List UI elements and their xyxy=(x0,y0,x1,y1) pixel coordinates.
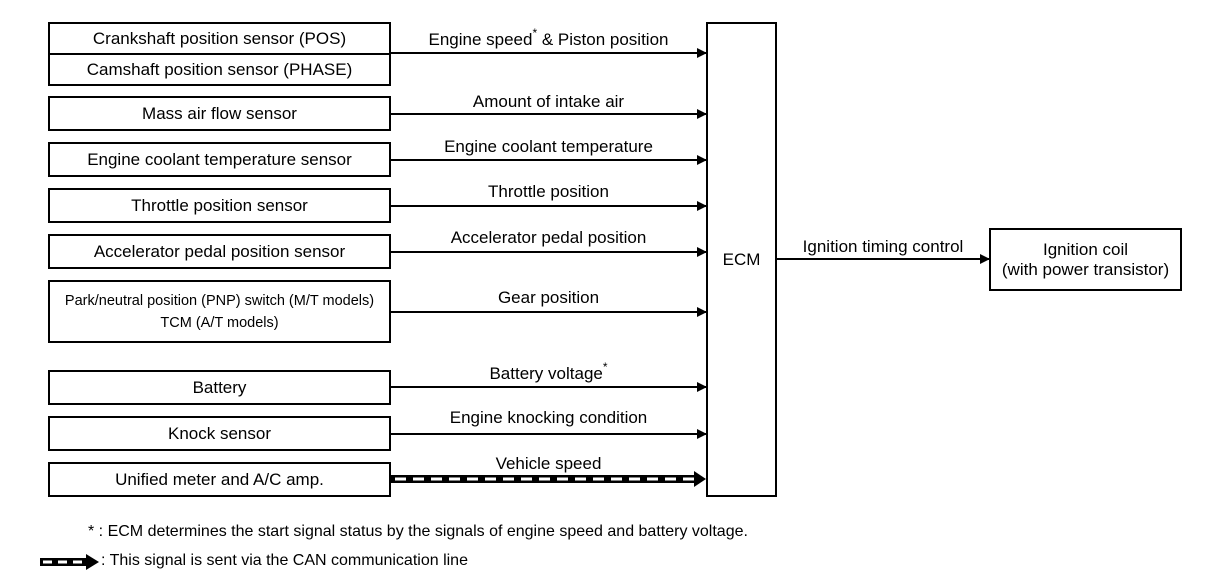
camshaft-position-sensor-label: Camshaft position sensor (PHASE) xyxy=(86,59,353,79)
can-legend-text: : This signal is sent via the CAN commun… xyxy=(101,552,468,569)
crankshaft-position-sensor-label: Crankshaft position sensor (POS) xyxy=(50,24,389,55)
engine-speed-text: Engine speed xyxy=(428,30,533,49)
mass-air-flow-sensor-box: Mass air flow sensor xyxy=(48,96,391,131)
engine-coolant-temperature-sensor-box: Engine coolant temperature sensor xyxy=(48,142,391,177)
coolant-temperature-signal: Engine coolant temperature xyxy=(444,137,653,156)
accelerator-pedal-position-sensor-box: Accelerator pedal position sensor xyxy=(48,234,391,269)
engine-speed-signal: Engine speed* & Piston position xyxy=(391,27,706,50)
intake-air-signal: Amount of intake air xyxy=(472,92,625,111)
battery-voltage-text: Battery voltage xyxy=(489,364,603,383)
piston-position-text: & Piston position xyxy=(537,30,669,49)
ignition-timing-signal: Ignition timing control xyxy=(802,237,964,256)
asterisk-footnote: * : ECM determines the start signal stat… xyxy=(88,523,748,540)
power-transistor-label: (with power transistor) xyxy=(1001,259,1170,279)
gear-position-signal: Gear position xyxy=(497,288,600,307)
vehicle-speed-arrowhead xyxy=(694,471,706,487)
accelerator-position-signal: Accelerator pedal position xyxy=(450,228,647,247)
ecm-box: ECM xyxy=(706,22,777,497)
crankshaft-camshaft-sensor-box: Crankshaft position sensor (POS) Camshaf… xyxy=(48,22,391,86)
vehicle-speed-signal: Vehicle speed xyxy=(495,454,602,473)
ignition-coil-box: Ignition coil (with power transistor) xyxy=(989,228,1182,291)
battery-voltage-signal: Battery voltage* xyxy=(391,361,706,384)
tcm-label: TCM (A/T models) xyxy=(160,314,279,331)
legend-can-arrowhead xyxy=(86,554,99,570)
knocking-condition-signal: Engine knocking condition xyxy=(449,408,648,427)
throttle-position-sensor-box: Throttle position sensor xyxy=(48,188,391,223)
battery-box: Battery xyxy=(48,370,391,405)
ecm-label: ECM xyxy=(722,249,761,269)
ignition-coil-label: Ignition coil xyxy=(1042,239,1129,259)
pnp-switch-tcm-box: Park/neutral position (PNP) switch (M/T … xyxy=(48,280,391,343)
engine-speed-asterisk: * xyxy=(532,26,538,40)
battery-voltage-asterisk: * xyxy=(602,360,608,374)
throttle-position-signal: Throttle position xyxy=(488,182,609,201)
unified-meter-ac-amp-box: Unified meter and A/C amp. xyxy=(48,462,391,497)
pnp-switch-label: Park/neutral position (PNP) switch (M/T … xyxy=(64,292,375,309)
knock-sensor-box: Knock sensor xyxy=(48,416,391,451)
